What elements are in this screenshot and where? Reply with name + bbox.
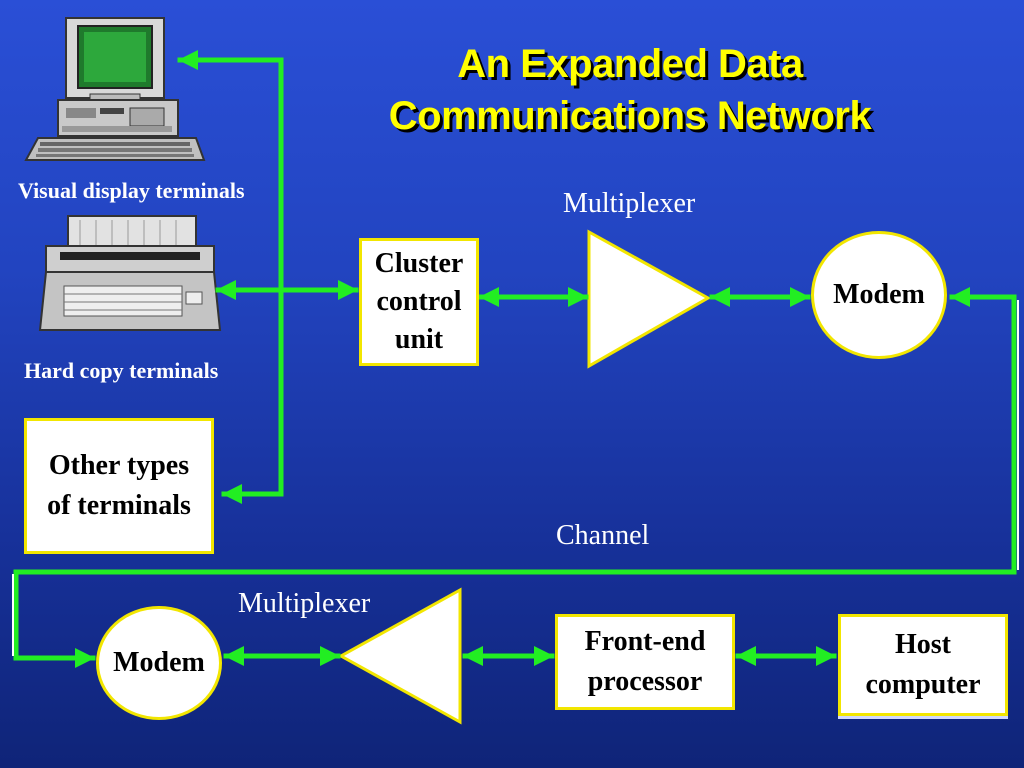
page-title: An Expanded Data Communications Network <box>388 42 872 138</box>
label-multiplexer-top: Multiplexer <box>563 188 696 219</box>
node-modem-top: Modem <box>811 231 947 359</box>
label-hard-copy-terminals: Hard copy terminals <box>24 358 219 383</box>
computer-terminal-icon <box>24 17 206 161</box>
node-modem-bottom: Modem <box>96 606 222 720</box>
node-host-computer: Host computer <box>838 614 1008 716</box>
multiplexer-bottom-shape <box>337 587 462 725</box>
label-visual-display-terminals: Visual display terminals <box>18 178 245 203</box>
node-front-end-processor: Front-end processor <box>555 614 735 710</box>
printer-terminal-icon <box>38 215 222 331</box>
node-other-terminals: Other types of terminals <box>24 418 214 554</box>
label-channel: Channel <box>556 520 650 551</box>
multiplexer-top-shape <box>587 229 712 369</box>
label-multiplexer-bottom: Multiplexer <box>238 588 371 619</box>
node-cluster-control-unit: Cluster control unit <box>359 238 479 366</box>
